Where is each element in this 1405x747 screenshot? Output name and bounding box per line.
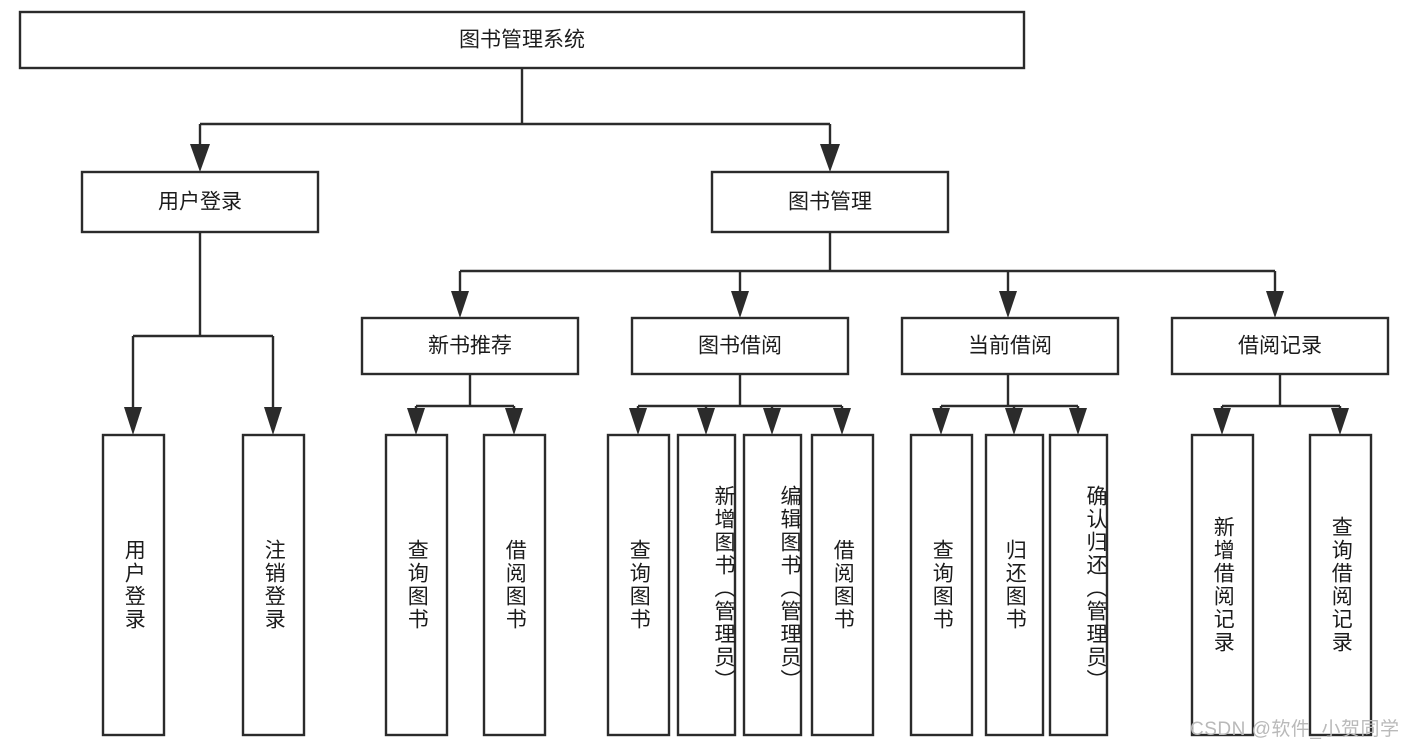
connector-group-new-book-recommend: [407, 374, 523, 435]
node-box-root[interactable]: [18, 10, 1026, 70]
node-box-leaf-query-book-1[interactable]: [384, 433, 449, 737]
arrow-head-leaf-query-book-2: [629, 408, 647, 435]
node-current-borrow[interactable]: 当前借阅: [900, 316, 1120, 376]
arrow-head-leaf-query-borrow-record: [1331, 408, 1349, 435]
node-book-borrow[interactable]: 图书借阅: [630, 316, 850, 376]
connector-group-borrow-record: [1213, 374, 1349, 435]
node-box-leaf-add-book[interactable]: [676, 433, 737, 737]
node-label-book-borrow: 图书借阅: [698, 335, 782, 358]
node-box-leaf-borrow-book-2[interactable]: [810, 433, 875, 737]
arrow-head-leaf-add-borrow-record: [1213, 408, 1231, 435]
arrow-head-leaf-query-book-3: [932, 408, 950, 435]
node-box-book-management[interactable]: [710, 170, 950, 234]
node-label-borrow-record: 借阅记录: [1238, 335, 1322, 358]
node-root[interactable]: 图书管理系统: [18, 10, 1026, 70]
node-label-user-login: 用户登录: [158, 191, 242, 214]
node-box-leaf-return-book[interactable]: [984, 433, 1045, 737]
connector-group-user-login: [124, 232, 282, 435]
arrow-head-user-login: [190, 144, 210, 172]
node-box-leaf-query-book-3[interactable]: [909, 433, 974, 737]
node-box-current-borrow[interactable]: [900, 316, 1120, 376]
node-label-current-borrow: 当前借阅: [968, 335, 1052, 358]
arrow-head-new-book-recommend: [451, 291, 469, 318]
connector-group-root: [190, 68, 840, 172]
node-box-leaf-edit-book[interactable]: [742, 433, 803, 737]
arrow-head-book-borrow: [731, 291, 749, 318]
connector-group-book-management: [451, 232, 1284, 318]
arrow-head-leaf-confirm-return: [1069, 408, 1087, 435]
arrow-head-leaf-borrow-book-1: [505, 408, 523, 435]
connector-group-current-borrow: [932, 374, 1087, 435]
node-box-leaf-user-login[interactable]: [101, 433, 166, 737]
node-box-leaf-add-borrow-record[interactable]: [1190, 433, 1255, 737]
node-new-book-recommend[interactable]: 新书推荐: [360, 316, 580, 376]
node-borrow-record[interactable]: 借阅记录: [1170, 316, 1390, 376]
arrow-head-leaf-add-book: [697, 408, 715, 435]
arrow-head-leaf-logout: [264, 407, 282, 435]
arrow-head-leaf-borrow-book-2: [833, 408, 851, 435]
node-box-leaf-query-borrow-record[interactable]: [1308, 433, 1373, 737]
arrow-head-leaf-user-login: [124, 407, 142, 435]
node-box-borrow-record[interactable]: [1170, 316, 1390, 376]
node-box-book-borrow[interactable]: [630, 316, 850, 376]
node-box-leaf-borrow-book-1[interactable]: [482, 433, 547, 737]
node-box-leaf-logout[interactable]: [241, 433, 306, 737]
csdn-watermark: CSDN @软件_小贺同学: [1190, 719, 1400, 740]
arrow-head-leaf-return-book: [1005, 408, 1023, 435]
node-box-new-book-recommend[interactable]: [360, 316, 580, 376]
node-book-management[interactable]: 图书管理: [710, 170, 950, 234]
arrow-head-leaf-edit-book: [763, 408, 781, 435]
node-box-leaf-confirm-return[interactable]: [1048, 433, 1109, 737]
node-box-leaf-query-book-2[interactable]: [606, 433, 671, 737]
node-label-root: 图书管理系统: [459, 29, 585, 52]
connector-group-book-borrow: [629, 374, 851, 435]
arrow-head-current-borrow: [999, 291, 1017, 318]
node-label-new-book-recommend: 新书推荐: [428, 335, 512, 358]
node-box-user-login[interactable]: [80, 170, 320, 234]
arrow-head-borrow-record: [1266, 291, 1284, 318]
node-user-login[interactable]: 用户登录: [80, 170, 320, 234]
node-label-book-management: 图书管理: [788, 191, 872, 214]
arrow-head-leaf-query-book-1: [407, 408, 425, 435]
arrow-head-book-management: [820, 144, 840, 172]
